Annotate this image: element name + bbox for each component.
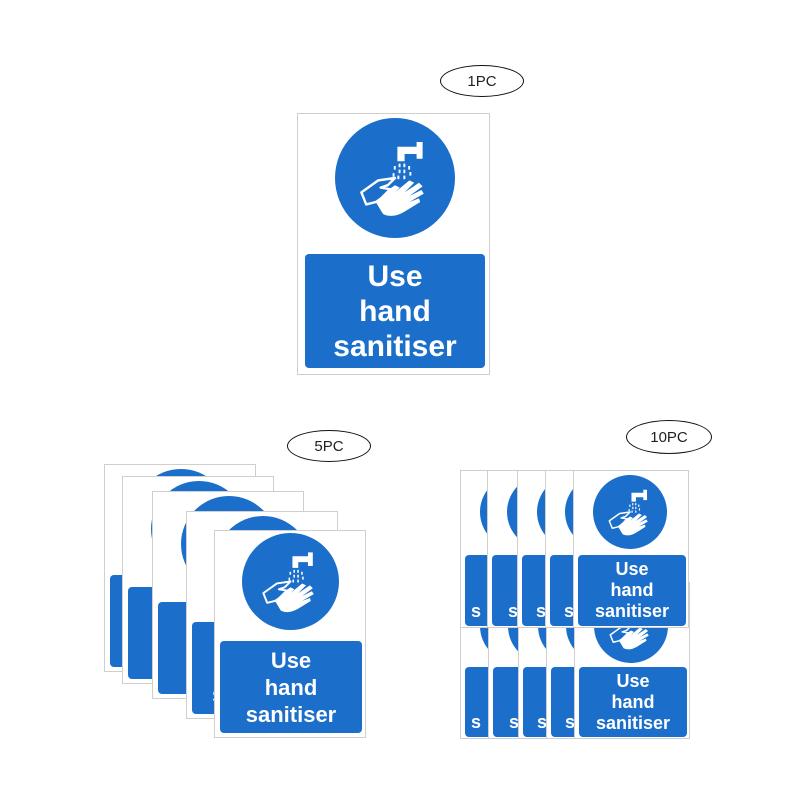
sign-text-line1: Use <box>616 670 650 691</box>
hand-washing-icon <box>242 533 339 630</box>
sign-text-line1: Use <box>367 259 423 293</box>
sign-5pc-front: Use hand sanitiser <box>214 530 366 738</box>
sign-text-line1: Use <box>270 647 312 673</box>
sign-text-line3: sanitiser <box>595 712 671 733</box>
sign-text-line3: sanitiser <box>333 329 457 363</box>
quantity-badge-1pc: 1PC <box>440 65 524 97</box>
sign-text-partial: s <box>508 601 519 621</box>
sign-text-partial: s <box>471 712 482 732</box>
sign-text-line2: hand <box>610 580 654 600</box>
sign-text-line2: hand <box>611 691 655 712</box>
hand-washing-icon <box>335 118 455 238</box>
sign-10pc-top-front: Use hand sanitiser <box>573 470 689 628</box>
sign-text-partial: s <box>565 712 576 732</box>
sign-text-partial: s <box>509 712 520 732</box>
sign-text-line2: hand <box>264 674 318 700</box>
hand-washing-icon <box>593 475 667 549</box>
sign-text-partial: s <box>471 601 482 621</box>
quantity-badge-5pc: 5PC <box>287 430 371 462</box>
sign-label: Use hand sanitiser <box>220 641 362 733</box>
sign-text-partial: s <box>536 601 547 621</box>
sign-text-partial: s <box>537 712 548 732</box>
sign-text-line3: sanitiser <box>245 701 337 727</box>
sign-text-line3: sanitiser <box>594 601 670 621</box>
sign-label: Use hand sanitiser <box>578 555 686 626</box>
sign-text-line1: Use <box>615 559 649 579</box>
quantity-badge-10pc: 10PC <box>626 420 712 454</box>
sign-text-partial: s <box>564 601 575 621</box>
sign-label: Use hand sanitiser <box>579 667 687 737</box>
sign-1pc: Use hand sanitiser <box>297 113 490 375</box>
sign-label: Use hand sanitiser <box>305 254 485 368</box>
sign-text-line2: hand <box>359 294 431 328</box>
